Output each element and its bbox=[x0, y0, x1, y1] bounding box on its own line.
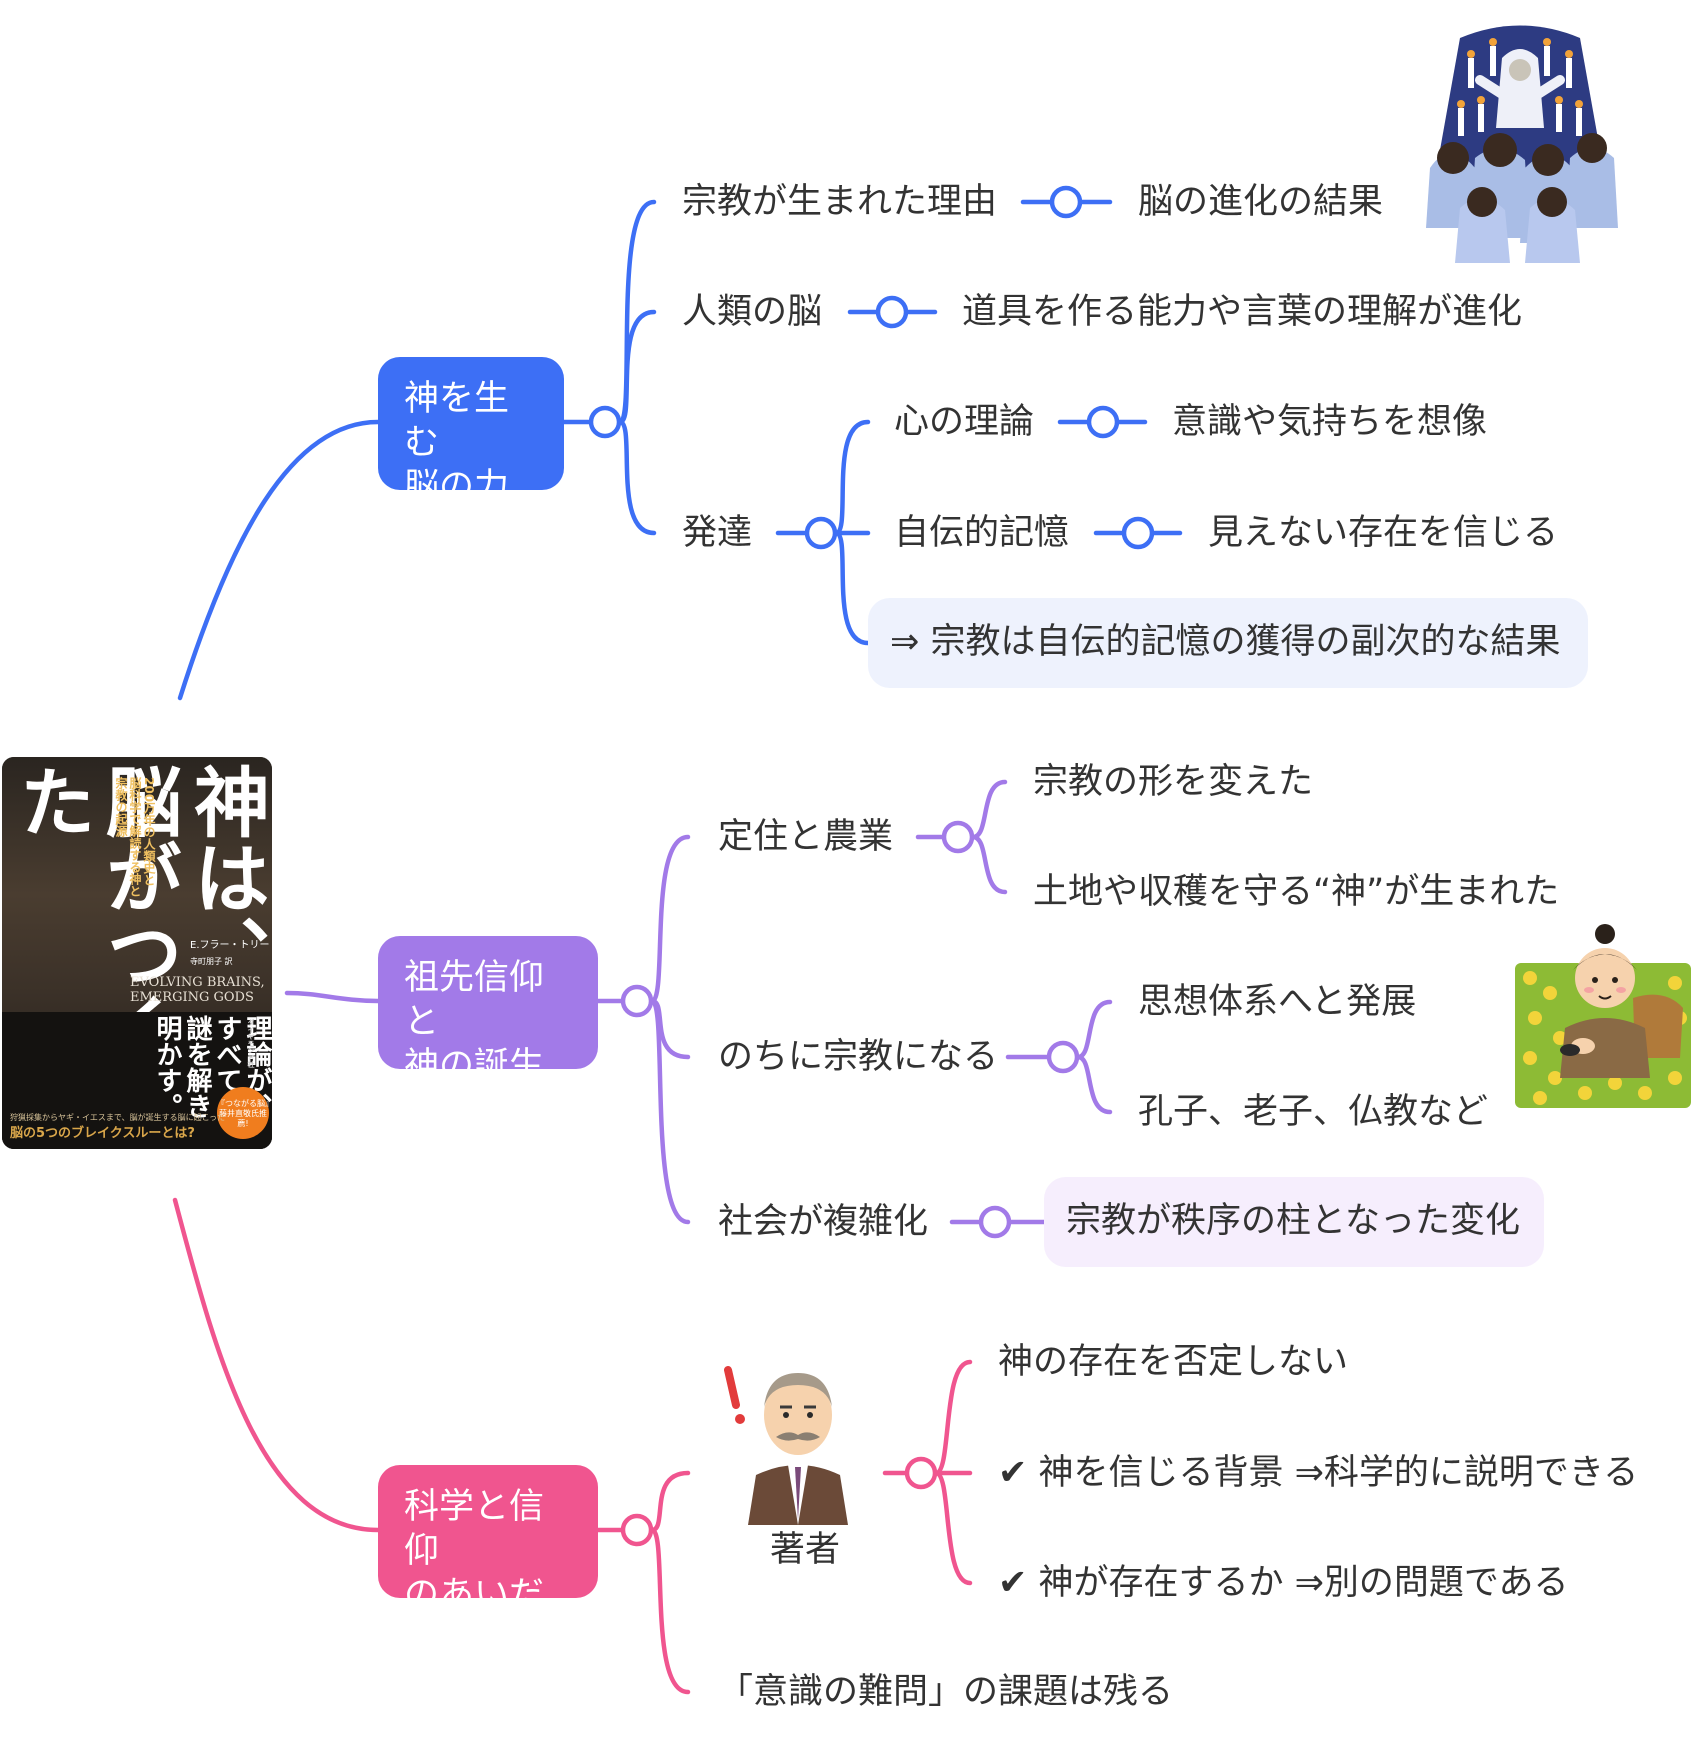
node-tom bbox=[1086, 405, 1120, 439]
node-dev bbox=[804, 516, 838, 550]
node-tom-value[interactable]: 意識や気持ちを想像 bbox=[1172, 402, 1488, 442]
cover-badge: 『つながる脳』藤井直敬氏推薦! bbox=[217, 1087, 269, 1139]
branch-blue-title-2: 脳の力 bbox=[404, 467, 510, 507]
node-author-a1[interactable]: 神の存在を否定しない bbox=[998, 1342, 1349, 1382]
node-society-label[interactable]: 社会が複雑化 bbox=[718, 1202, 929, 1242]
node-brain bbox=[875, 295, 909, 329]
branch-pink-title-2: のあいだ bbox=[404, 1575, 545, 1615]
node-tom-label[interactable]: 心の理論 bbox=[894, 402, 1035, 442]
farmer-illustration bbox=[1515, 924, 1691, 1108]
node-reason-value[interactable]: 脳の進化の結果 bbox=[1138, 182, 1384, 222]
node-society bbox=[978, 1205, 1012, 1239]
prayer-illustration bbox=[1426, 25, 1618, 263]
link-root-blue bbox=[177, 419, 381, 701]
node-later-label[interactable]: のちに宗教になる bbox=[718, 1037, 999, 1077]
branch-purple-topic[interactable]: 祖先信仰と 神の誕生 bbox=[378, 936, 598, 1086]
node-brain-value[interactable]: 道具を作る能力や言葉の理解が進化 bbox=[962, 292, 1523, 332]
node-farm-a[interactable]: 宗教の形を変えた bbox=[1033, 762, 1314, 802]
book-cover: 神は、 脳がつくった 200万年の人類史と脳科学で解読する神と宗教の起源 E.フ… bbox=[2, 757, 272, 1149]
node-farm-label[interactable]: 定住と農業 bbox=[718, 817, 894, 857]
branch-blue-topic[interactable]: 神を生む 脳の力 bbox=[378, 357, 564, 507]
node-author-a3[interactable]: ✔ 神が存在するか ⇒別の問題である bbox=[998, 1563, 1569, 1603]
exclamation-icon bbox=[724, 1366, 740, 1409]
node-memory-label[interactable]: 自伝的記憶 bbox=[894, 513, 1070, 553]
branch-pink-title-1: 科学と信仰 bbox=[404, 1487, 545, 1571]
cover-subtitle: 200万年の人類史と脳科学で解読する神と宗教の起源 bbox=[114, 777, 156, 897]
cover-english-2: EMERGING GODS bbox=[130, 990, 254, 1005]
cover-author: E.フラー・トリー 著 bbox=[190, 940, 272, 951]
node-later bbox=[1046, 1040, 1080, 1074]
branch-blue-title-1: 神を生む bbox=[404, 379, 510, 463]
node-farm-b[interactable]: 土地や収穫を守る“神”が生まれた bbox=[1033, 872, 1560, 912]
node-problem[interactable]: 「意識の難問」の課題は残る bbox=[718, 1672, 1174, 1712]
cover-bottom-small: 狩猟採集からヤギ・イエスまで、脳が誕生する脳に起こった bbox=[10, 1113, 226, 1122]
node-later-a[interactable]: 思想体系へと発展 bbox=[1138, 982, 1417, 1022]
cover-bottom-main: 脳の5つのブレイクスルーとは? bbox=[10, 1126, 195, 1141]
node-author bbox=[904, 1456, 938, 1490]
node-author-label[interactable]: 著者 bbox=[770, 1530, 841, 1570]
node-reason bbox=[1049, 185, 1083, 219]
node-author-a2[interactable]: ✔ 神を信じる背景 ⇒科学的に説明できる bbox=[998, 1453, 1639, 1493]
branch-purple-title-2: 神の誕生 bbox=[404, 1046, 545, 1086]
node-memory bbox=[1121, 516, 1155, 550]
node-blue-root bbox=[588, 405, 622, 439]
node-memory-value[interactable]: 見えない存在を信じる bbox=[1208, 513, 1559, 553]
node-dev-label[interactable]: 発達 bbox=[682, 513, 753, 553]
node-later-b[interactable]: 孔子、老子、仏教など bbox=[1138, 1092, 1489, 1132]
node-brain-label[interactable]: 人類の脳 bbox=[682, 292, 823, 332]
cover-publisher: ダイヤモンド社 bbox=[247, 1019, 255, 1068]
branch-pink-topic[interactable]: 科学と信仰 のあいだ bbox=[378, 1465, 598, 1615]
author-illustration bbox=[724, 1366, 848, 1525]
node-society-value[interactable]: 宗教が秩序の柱となった変化 bbox=[1044, 1177, 1544, 1267]
node-conclusion[interactable]: ⇒ 宗教は自伝的記憶の獲得の副次的な結果 bbox=[868, 598, 1588, 688]
branch-purple-title-1: 祖先信仰と bbox=[404, 958, 545, 1042]
link-root-purple bbox=[284, 990, 381, 1004]
cover-translator: 寺町朋子 訳 bbox=[190, 957, 233, 966]
cover-english-1: EVOLVING BRAINS, bbox=[130, 975, 265, 990]
node-pink-root bbox=[620, 1513, 654, 1547]
link-root-pink bbox=[172, 1197, 381, 1533]
node-purple-root bbox=[620, 984, 654, 1018]
cover-title-1: 神は、 bbox=[181, 763, 270, 991]
node-farm bbox=[941, 820, 975, 854]
node-reason-label[interactable]: 宗教が生まれた理由 bbox=[682, 182, 998, 222]
